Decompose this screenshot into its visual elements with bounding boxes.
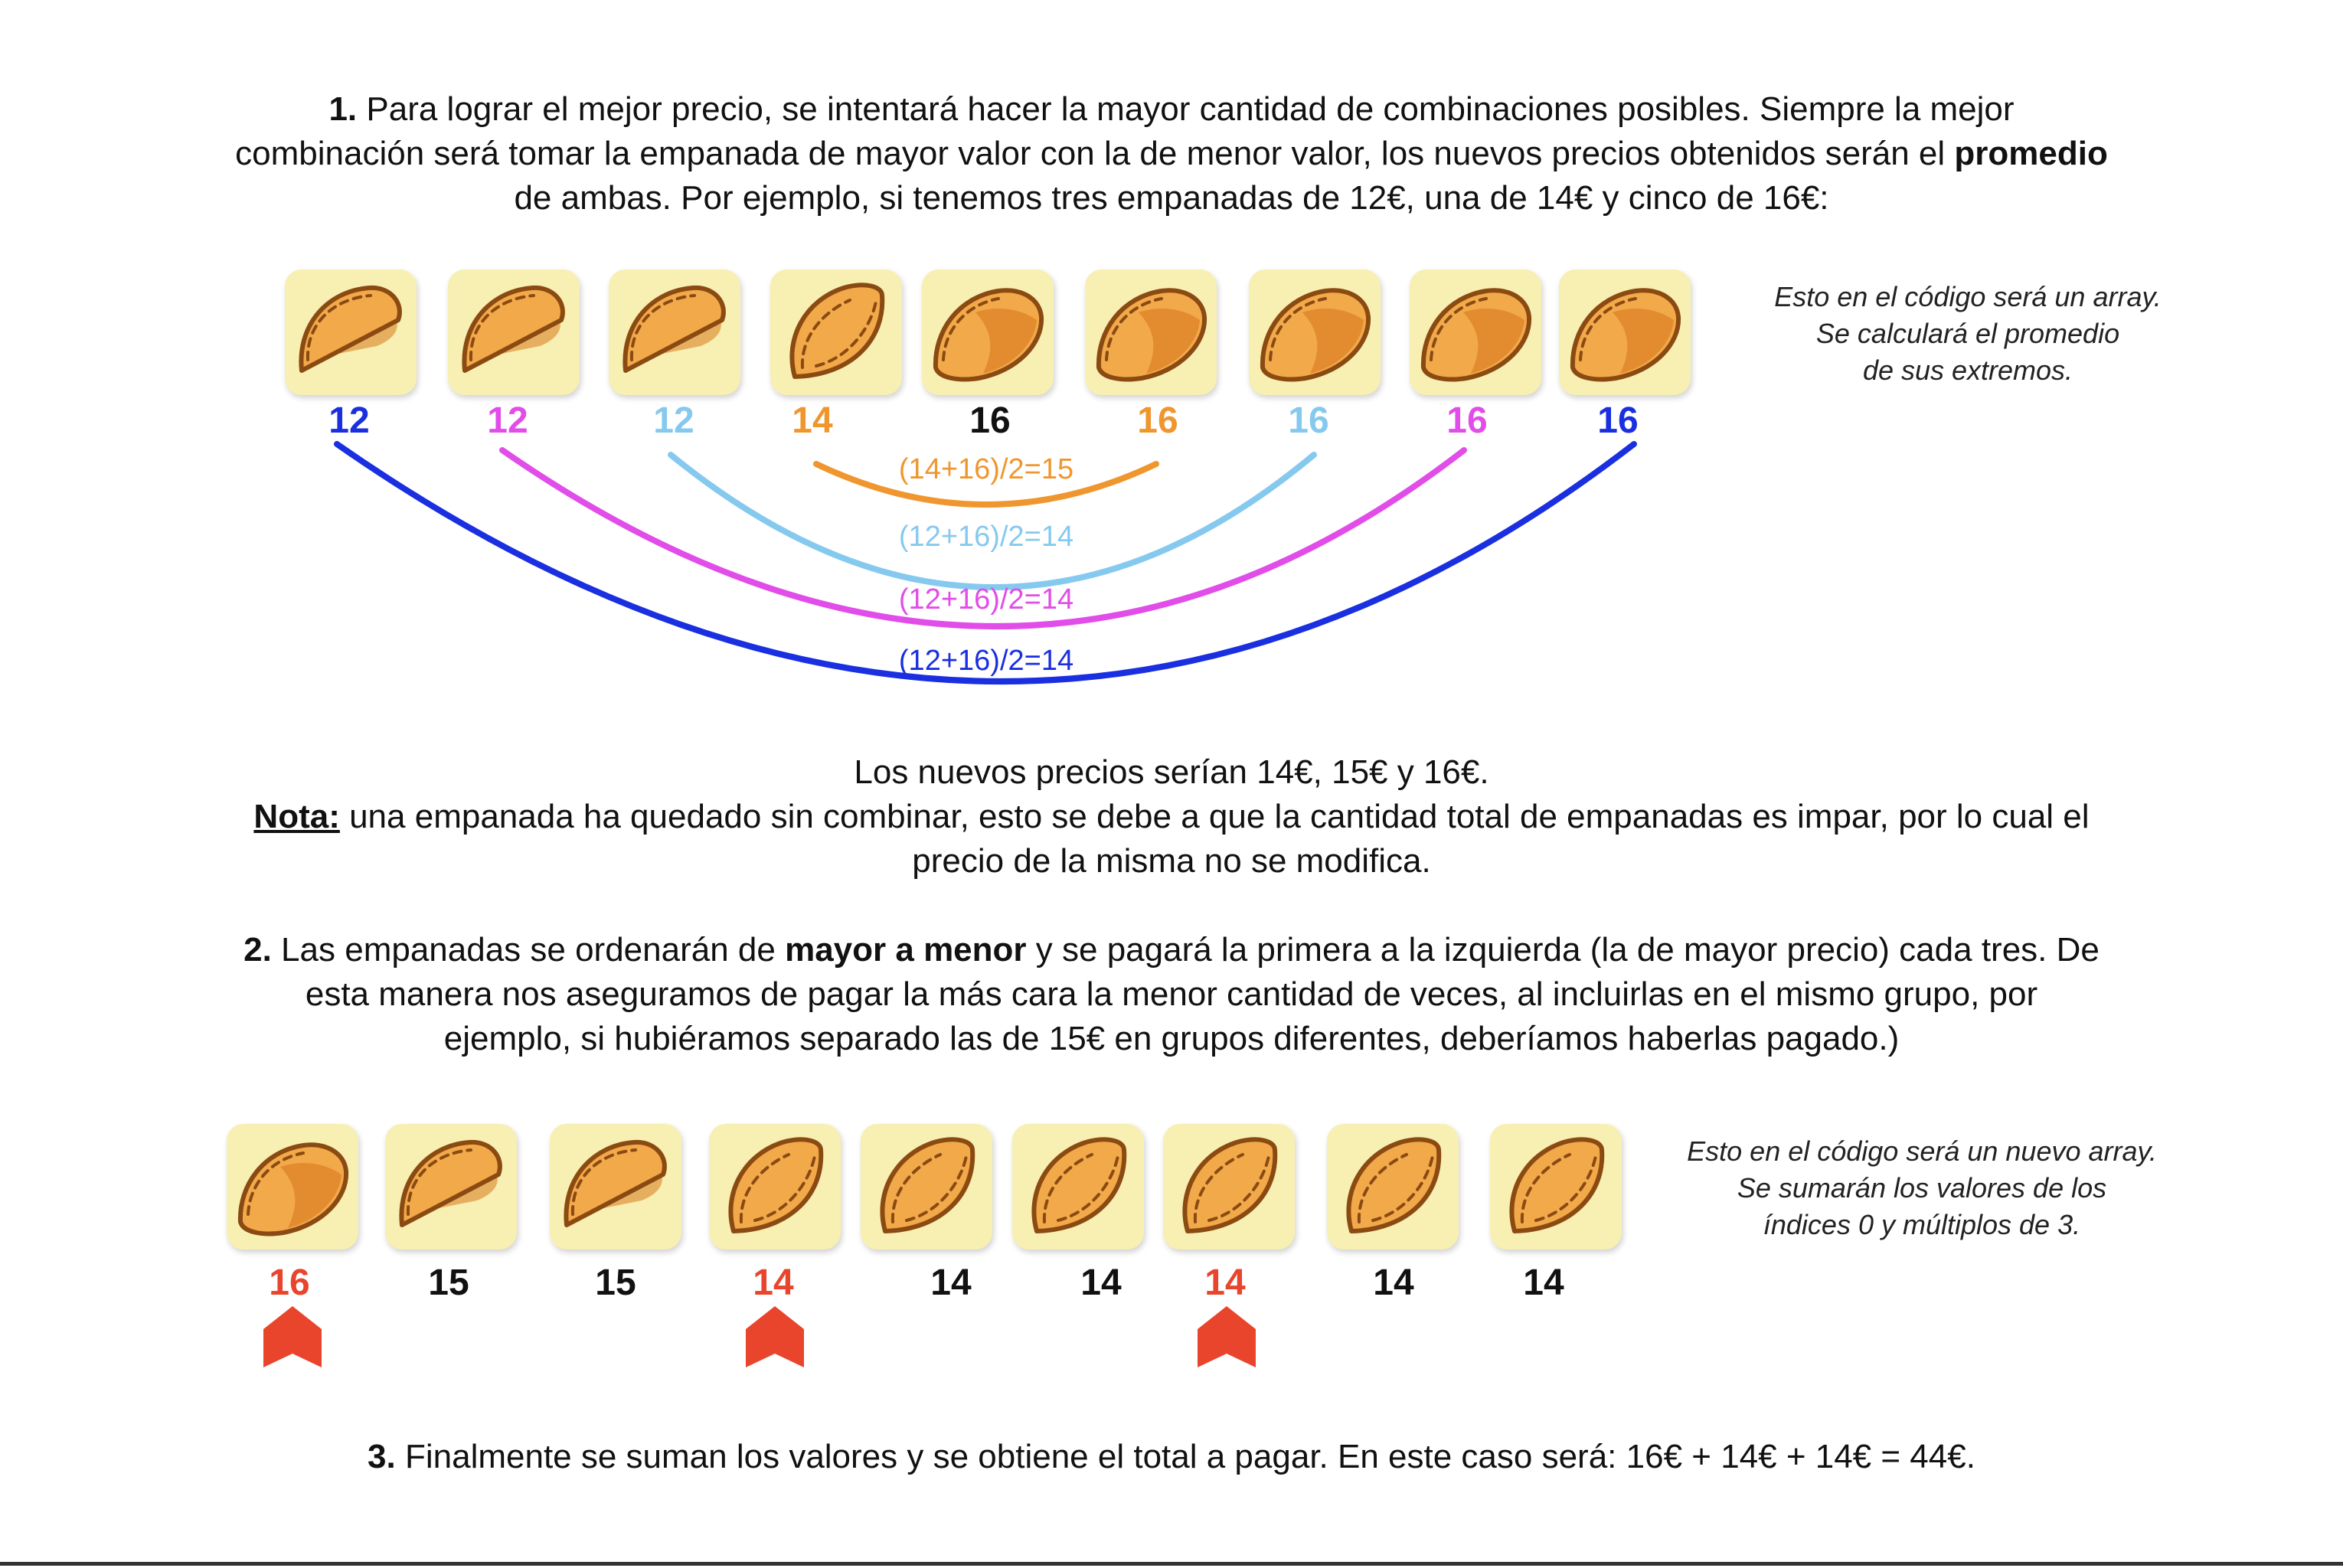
step3-number: 3. [368, 1438, 396, 1475]
price-label: 16 [969, 400, 1011, 441]
empanada-icon [1085, 270, 1217, 395]
empanada-icon [609, 270, 740, 395]
empanada-icon [550, 1124, 681, 1250]
price-label: 12 [487, 400, 528, 441]
price-label: 14 [753, 1263, 794, 1303]
array-note-2-line2: Se sumarán los valores de los [1737, 1172, 2107, 1204]
pairing-arc-outer [334, 441, 1637, 684]
price-label: 14 [1204, 1263, 1246, 1303]
step1-line3: de ambas. Por ejemplo, si tenemos tres e… [514, 179, 1829, 217]
step1-line1: 1. Para lograr el mejor precio, se inten… [0, 87, 2343, 132]
empanada-icon [861, 1124, 992, 1250]
price-label: 14 [1523, 1263, 1564, 1303]
formula-label: (12+16)/2=14 [898, 645, 1074, 677]
array-note-1-line3: de sus extremos. [1862, 354, 2073, 386]
arrow-up-marker-icon [263, 1306, 322, 1367]
step2-emphasis: mayor a menor [785, 931, 1027, 969]
price-label: 14 [930, 1263, 972, 1303]
price-label: 16 [1597, 400, 1639, 441]
arrow-up-marker-icon [746, 1306, 804, 1367]
bottom-divider [0, 1562, 2343, 1566]
array-note-2-line3: índices 0 y múltiplos de 3. [1763, 1209, 2081, 1240]
step2-paragraph: 2. Las empanadas se ordenarán de mayor a… [0, 928, 2343, 1061]
empanada-icon [285, 270, 417, 395]
step3-paragraph: 3. Finalmente se suman los valores y se … [0, 1435, 2343, 1479]
empanada-icon [1410, 270, 1541, 395]
nota-label: Nota: [253, 798, 340, 835]
formula-label: (12+16)/2=14 [898, 521, 1074, 553]
pairing-arc-middle [813, 461, 1159, 508]
empanada-icon [1327, 1124, 1459, 1250]
empanada-icon [1559, 270, 1691, 395]
result-line3: precio de la misma no se modifica. [912, 842, 1431, 880]
formula-label: (14+16)/2=15 [898, 453, 1074, 485]
empanada-icon [448, 270, 580, 395]
step1-line1-text: Para lograr el mejor precio, se intentar… [366, 90, 2015, 128]
array-note-1-line1: Esto en el código será un array. [1774, 281, 2162, 312]
array-note-1-line2: Se calculará el promedio [1815, 318, 2120, 349]
price-label: 16 [269, 1263, 310, 1303]
arrow-up-marker-icon [1198, 1306, 1256, 1367]
pairing-arc-third [668, 452, 1317, 590]
empanada-icon [1249, 270, 1381, 395]
result-line1: Los nuevos precios serían 14€, 15€ y 16€… [854, 753, 1489, 791]
price-label: 14 [1373, 1263, 1414, 1303]
step1-line2-text: combinación será tomar la empanada de ma… [235, 135, 1955, 172]
step3-text: Finalmente se suman los valores y se obt… [395, 1438, 1975, 1475]
empanada-icon [227, 1124, 358, 1250]
step1-number: 1. [328, 90, 358, 128]
step2-line1-text-c: y se pagará la primera a la izquierda (l… [1026, 931, 2100, 969]
empanada-icon [709, 1124, 841, 1250]
step1-emphasis-promedio: promedio [1954, 135, 2108, 172]
empanada-icon [770, 270, 902, 395]
price-label: 15 [428, 1263, 469, 1303]
step1-paragraph: 1. Para lograr el mejor precio, se inten… [0, 87, 2343, 220]
nota-text: una empanada ha quedado sin combinar, es… [339, 798, 2090, 835]
array-note-2-line1: Esto en el código será un nuevo array. [1687, 1135, 2157, 1167]
step2-line2: esta manera nos aseguramos de pagar la m… [305, 975, 2038, 1013]
empanada-icon [922, 270, 1054, 395]
step2-line1: 2. Las empanadas se ordenarán de mayor a… [0, 928, 2343, 972]
result-note-line: Nota: una empanada ha quedado sin combin… [0, 795, 2343, 839]
price-label: 12 [328, 400, 370, 441]
price-label: 14 [1080, 1263, 1122, 1303]
step2-number: 2. [243, 931, 272, 969]
array-note-1: Esto en el código será un array. Se calc… [1715, 279, 2220, 389]
empanada-icon [1490, 1124, 1622, 1250]
step2-line3: ejemplo, si hubiéramos separado las de 1… [443, 1020, 1900, 1057]
formula-label: (12+16)/2=14 [898, 583, 1074, 616]
step1-line2: combinación será tomar la empanada de ma… [0, 132, 2343, 176]
empanada-icon [385, 1124, 517, 1250]
price-label: 16 [1137, 400, 1178, 441]
pairing-arc-second [499, 447, 1467, 629]
price-label: 14 [792, 400, 833, 441]
price-label: 15 [595, 1263, 636, 1303]
price-label: 16 [1446, 400, 1488, 441]
price-label: 16 [1288, 400, 1329, 441]
empanada-icon [1012, 1124, 1144, 1250]
result-paragraph: Los nuevos precios serían 14€, 15€ y 16€… [0, 750, 2343, 884]
empanada-icon [1163, 1124, 1295, 1250]
step2-line1-text-a: Las empanadas se ordenarán de [271, 931, 786, 969]
array-note-2: Esto en el código será un nuevo array. S… [1631, 1133, 2213, 1243]
price-label: 12 [653, 400, 694, 441]
